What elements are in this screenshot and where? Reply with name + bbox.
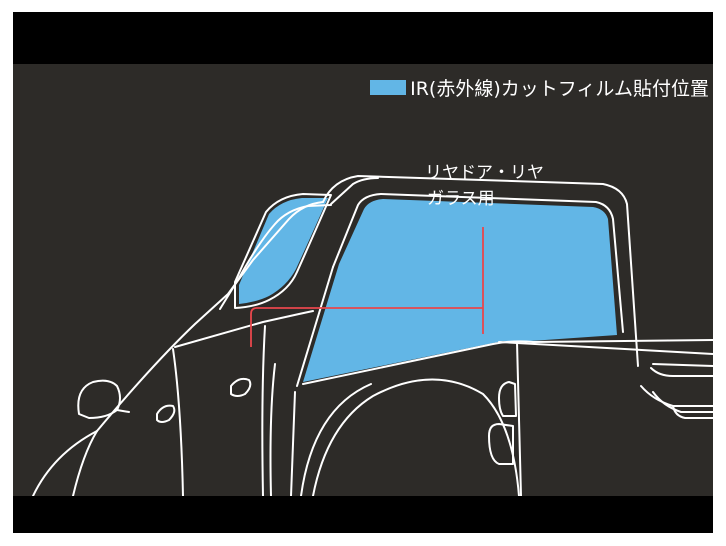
legend-label: IR(赤外線)カットフィルム貼付位置 (410, 78, 709, 100)
screenshot-frame: IR(赤外線)カットフィルム貼付位置 リヤドア・リヤ ガラス用 (13, 12, 713, 533)
front-door-edge (172, 348, 184, 496)
rear-bumper-line-3 (672, 405, 713, 419)
roof-line (322, 175, 639, 367)
rear-glass-frame (332, 193, 624, 333)
side-mirror (77, 379, 121, 419)
bed-rear-line-2 (650, 367, 713, 377)
rear-bumper-line (640, 385, 713, 407)
tail-lamp-upper (498, 381, 517, 417)
b-pillar-line (296, 266, 334, 387)
bed-top-line (498, 341, 713, 355)
front-door-frame (219, 204, 332, 310)
legend-swatch (370, 80, 407, 95)
legend: IR(赤外線)カットフィルム貼付位置 (370, 74, 709, 101)
bed-rail-line (302, 339, 713, 385)
rear-door-front-edge (261, 325, 266, 496)
beltline (174, 310, 314, 348)
rear-door-window-frame (234, 193, 332, 309)
bed-side-line (516, 341, 522, 496)
rear-bumper-line-2 (652, 391, 713, 413)
front-fender-line (72, 430, 98, 496)
rear-door-back-edge (290, 391, 296, 496)
callout-leader-horizontal (250, 307, 483, 347)
rear-quarter-glass (303, 199, 617, 382)
callout-label: リヤドア・リヤ ガラス用 (425, 160, 544, 212)
bottom-letterbox (13, 496, 713, 533)
wheel-arch-flare (300, 383, 372, 496)
rear-door-window-glass (239, 198, 328, 304)
rear-door-inner-line (269, 363, 276, 496)
rear-wheel-arch (312, 378, 520, 496)
hood-line (32, 430, 98, 496)
callout-line-2: ガラス用 (427, 189, 495, 209)
front-door-handle (156, 404, 176, 423)
pickup-truck-illustration (32, 175, 713, 496)
roof-inner-line (330, 177, 379, 205)
side-mirror-arm (116, 409, 130, 413)
illustration-stage: IR(赤外線)カットフィルム貼付位置 リヤドア・リヤ ガラス用 (13, 64, 713, 496)
top-letterbox (13, 12, 713, 64)
tail-lamp-lower (488, 423, 514, 465)
rear-door-handle (230, 377, 252, 397)
bed-rear-line (652, 363, 713, 367)
callout-line-1: リヤドア・リヤ (425, 163, 544, 183)
